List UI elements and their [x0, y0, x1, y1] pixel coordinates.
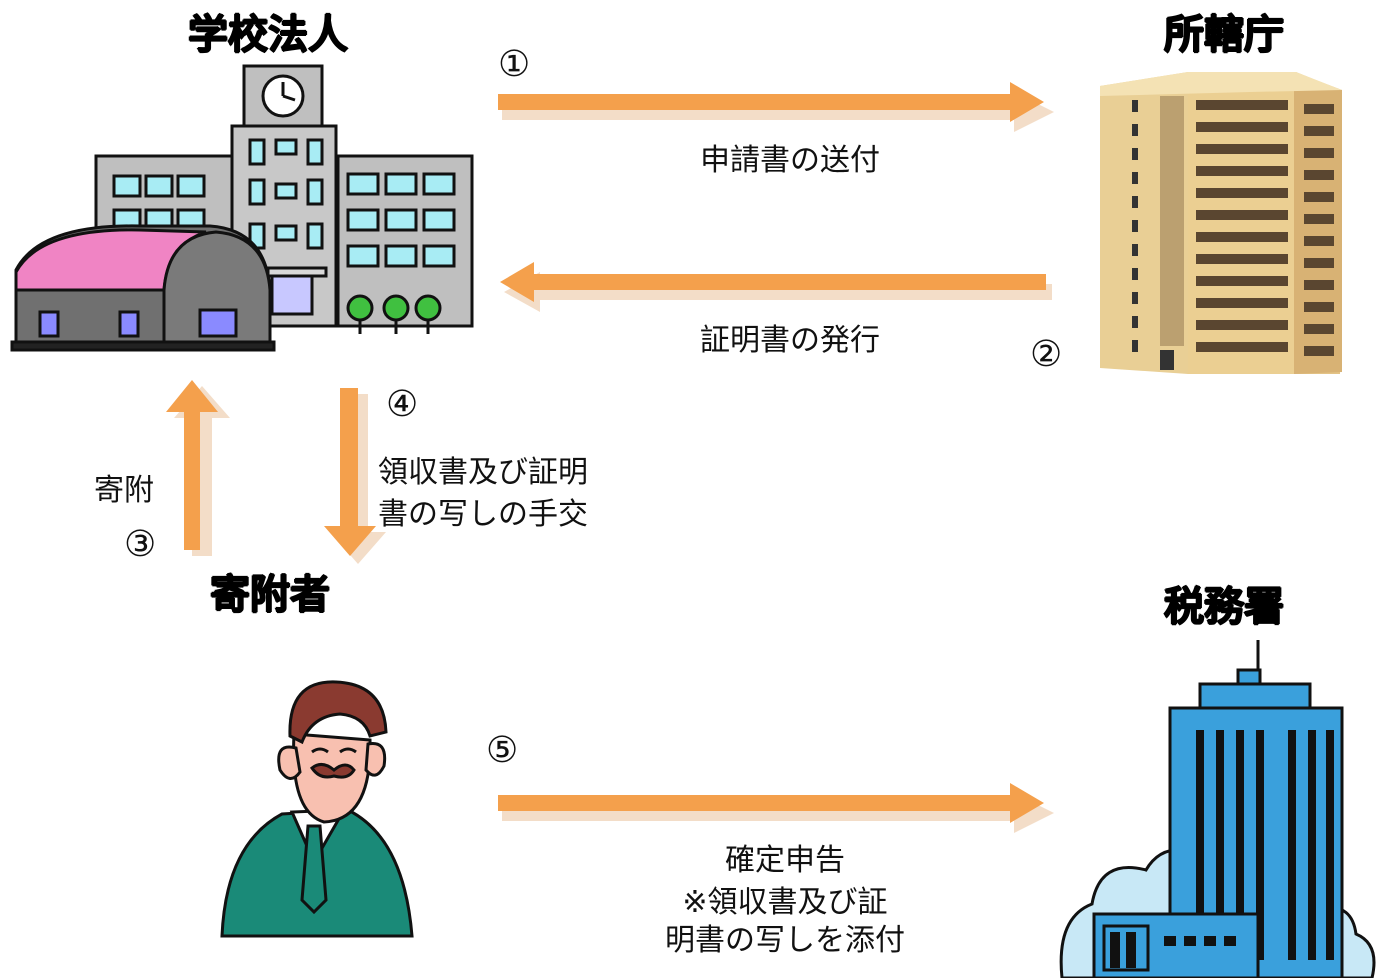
- school-title: 学校法人: [188, 12, 348, 58]
- step-3-number: ③: [124, 524, 157, 565]
- step-1-label: 申請書の送付: [700, 143, 880, 178]
- step-4-label-line2: 書の写しの手交: [378, 497, 588, 532]
- office-tower-icon: [1100, 72, 1342, 374]
- arrow-donation: [166, 380, 230, 556]
- step-4-number: ④: [386, 384, 419, 425]
- arrow-receipt: [324, 388, 386, 564]
- authority-title: 所轄庁: [1164, 12, 1284, 58]
- step-5-number: ⑤: [486, 730, 519, 771]
- person-icon: [220, 680, 414, 938]
- school-building-icon: [10, 64, 474, 352]
- step-5-label-line2: ※領収書及び証: [682, 885, 888, 920]
- step-2-number: ②: [1030, 334, 1063, 375]
- government-tower-icon: [1059, 640, 1376, 978]
- tax-office-title: 税務署: [1164, 584, 1284, 630]
- step-5-label-line1: 確定申告: [725, 843, 845, 878]
- arrow-application: [498, 82, 1054, 132]
- step-2-label: 証明書の発行: [700, 323, 880, 358]
- step-1-number: ①: [498, 44, 531, 85]
- step-5-label-line3: 明書の写しを添付: [665, 923, 905, 958]
- step-3-label: 寄附: [94, 473, 154, 508]
- arrow-tax-return: [498, 783, 1054, 833]
- arrow-certificate: [500, 262, 1052, 312]
- step-4-label-line1: 領収書及び証明: [378, 455, 588, 490]
- donor-title: 寄附者: [210, 572, 330, 618]
